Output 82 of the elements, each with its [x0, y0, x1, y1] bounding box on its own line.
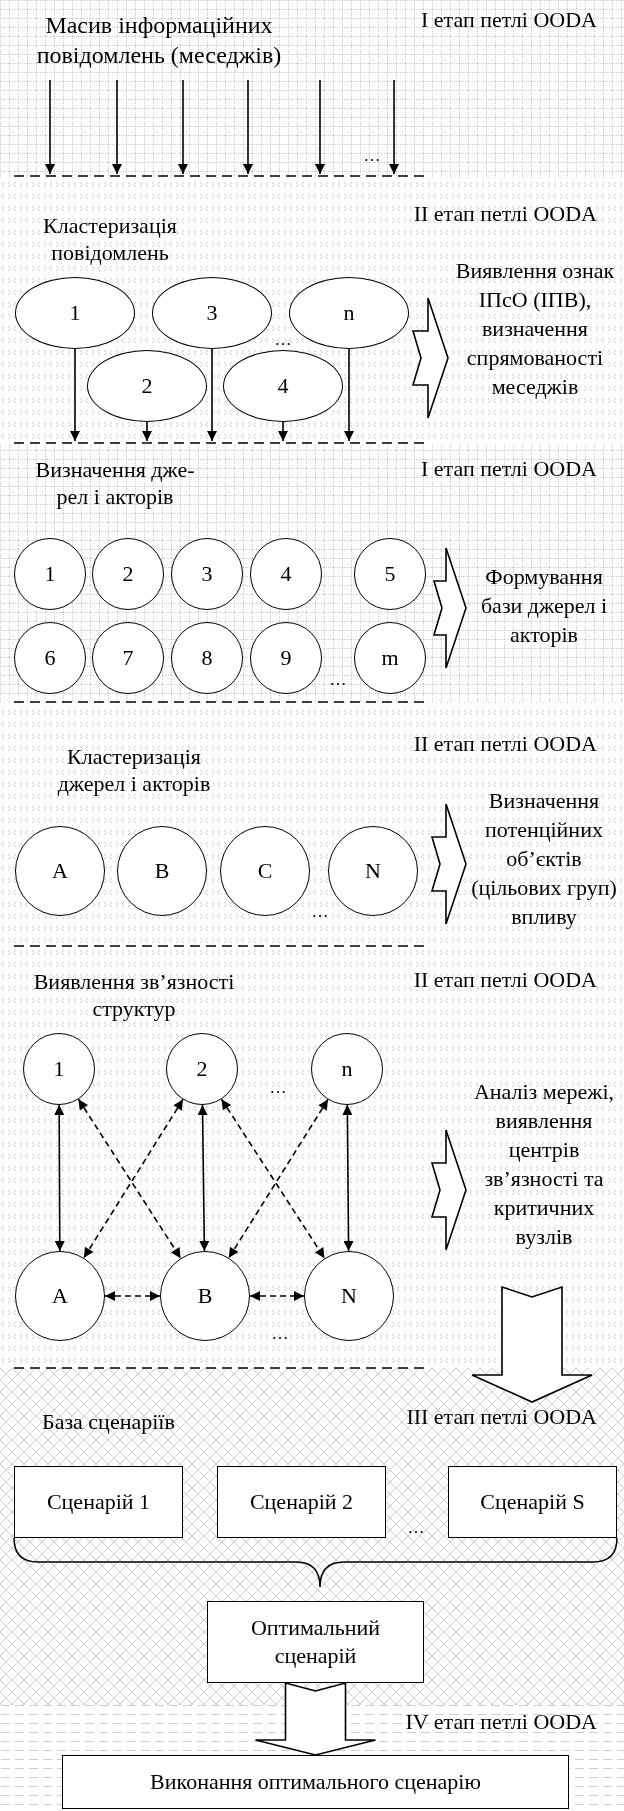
result-text: Формування бази джерел і акторів — [479, 563, 609, 649]
arrow — [342, 1104, 354, 1252]
ellipsis: … — [311, 901, 329, 923]
stage-label: II етап петлі OODA — [413, 966, 597, 993]
result-text: Визначення потенційних об’єктів (цільових груп) впливу — [470, 787, 618, 931]
arrow — [315, 79, 325, 175]
ellipsis: … — [274, 329, 292, 351]
box-label: Сценарій 2 — [248, 1488, 355, 1516]
node-label: 6 — [44, 644, 56, 672]
arrow — [178, 79, 188, 175]
arrow — [142, 421, 152, 442]
arrow — [112, 79, 122, 175]
ellipsis: … — [407, 1517, 425, 1539]
node-label: 2 — [122, 560, 134, 588]
arrow — [207, 348, 217, 442]
section-heading: Визначення дже- рел і акторів — [34, 456, 196, 510]
section-heading: Виявлення зв’язності структур — [32, 968, 236, 1022]
heading-text: Масив інформаційних повідомлень (меседжів) — [35, 11, 283, 70]
node-label: 3 — [206, 299, 218, 327]
dashed-bar — [14, 441, 425, 445]
block-arrow — [432, 547, 467, 669]
node-label: 3 — [201, 560, 213, 588]
section-heading: База сценаріїв — [42, 1408, 175, 1435]
stage-label: I етап петлі OODA — [421, 455, 597, 482]
node-label: N — [365, 857, 381, 885]
box-label: Сценарій 1 — [45, 1488, 152, 1516]
ellipsis: … — [269, 1077, 287, 1099]
process-box — [62, 1755, 569, 1809]
arrow — [45, 79, 55, 175]
node-label: A — [52, 1282, 68, 1310]
section-heading: Кластеризація джерел і акторів — [56, 743, 212, 797]
dashed-bar — [14, 174, 425, 178]
stage-label: III етап петлі OODA — [406, 1403, 597, 1430]
box-label: Оптимальний сценарій — [249, 1614, 382, 1670]
block-arrow — [254, 1681, 377, 1756]
box-label: Сценарій S — [479, 1488, 586, 1516]
node-label: 1 — [69, 299, 81, 327]
section-heading: Кластеризація повідомлень — [42, 212, 178, 266]
node-label: C — [257, 857, 273, 885]
stage-label: II етап петлі OODA — [413, 200, 597, 227]
ellipsis: … — [363, 145, 381, 167]
node-label: 4 — [280, 560, 292, 588]
process-box — [448, 1466, 617, 1538]
result-text: Виявлення ознак ІПсО (ІПВ), визначення спрямованості меседжів — [454, 257, 616, 401]
process-box — [14, 1466, 183, 1538]
node-label: 2 — [141, 372, 153, 400]
node-label: n — [343, 299, 355, 327]
ellipsis: … — [271, 1323, 289, 1345]
node-label: 4 — [277, 372, 289, 400]
block-arrow — [430, 1129, 467, 1251]
arrow — [278, 421, 288, 442]
arrow — [54, 1104, 65, 1252]
node-label: A — [52, 857, 68, 885]
node-label: 7 — [122, 644, 134, 672]
node-label: B — [154, 857, 170, 885]
arrow — [197, 1104, 210, 1252]
stage-label: I етап петлі OODA — [421, 6, 597, 33]
process-box — [207, 1601, 424, 1683]
stage-label: II етап петлі OODA — [413, 730, 597, 757]
result-text: Аналіз мережі, виявлення центрів зв’язності та критичних вузлів — [472, 1078, 616, 1251]
arrow — [243, 79, 253, 175]
node-label: m — [381, 644, 399, 672]
node-label: 8 — [201, 644, 213, 672]
node-label: B — [197, 1282, 213, 1310]
arrow — [389, 79, 399, 175]
node-label: 1 — [53, 1055, 65, 1083]
node-label: 5 — [384, 560, 396, 588]
node-label: n — [341, 1055, 353, 1083]
block-arrow — [471, 1285, 593, 1403]
node-label: 2 — [196, 1055, 208, 1083]
block-arrow — [430, 803, 467, 925]
box-label: Виконання оптимального сценарію — [149, 1768, 482, 1796]
process-box — [217, 1466, 386, 1538]
node-label: 9 — [280, 644, 292, 672]
block-arrow — [411, 297, 449, 419]
stage-label: IV етап петлі OODA — [405, 1708, 597, 1735]
arrow — [249, 1291, 305, 1301]
ellipsis: … — [329, 669, 347, 691]
node-label: 1 — [44, 560, 56, 588]
arrow — [104, 1291, 161, 1301]
arrow — [344, 348, 354, 442]
node-label: N — [341, 1282, 357, 1310]
